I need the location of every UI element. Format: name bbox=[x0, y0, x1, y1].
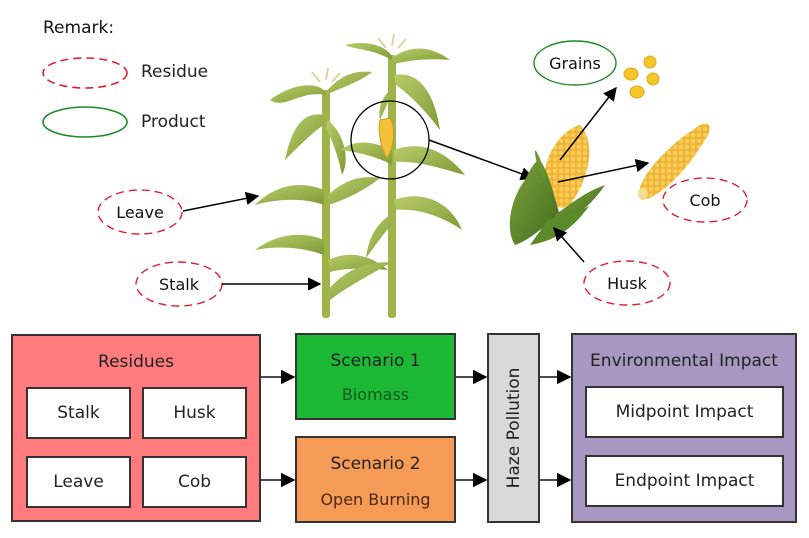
impact-item-midpoint: Midpoint Impact bbox=[585, 386, 784, 438]
callout-grains-ellipse bbox=[533, 40, 617, 86]
legend-label-residue: Residue bbox=[141, 62, 209, 82]
scenario2-box: Scenario 2 Open Burning bbox=[295, 436, 456, 523]
legend-label-product: Product bbox=[141, 112, 206, 132]
impact-item-endpoint: Endpoint Impact bbox=[585, 455, 784, 507]
callout-stalk: Stalk bbox=[159, 274, 199, 294]
scenario2-subtitle: Open Burning bbox=[320, 490, 431, 509]
callout-grains: Grains bbox=[549, 53, 601, 73]
residue-item-leave: Leave bbox=[26, 456, 131, 508]
corn-kernels-icon bbox=[623, 55, 660, 99]
residues-title: Residues bbox=[98, 352, 174, 372]
flow-arrows bbox=[261, 369, 572, 488]
legend-title: Remark: bbox=[43, 18, 115, 38]
environmental-impact-box: Environmental Impact Midpoint Impact End… bbox=[571, 333, 797, 523]
callout-cob-ellipse bbox=[662, 177, 748, 223]
corn-plant-icon bbox=[255, 33, 465, 318]
corn-ear-icon bbox=[509, 125, 605, 245]
residues-box: Residues Stalk Husk Leave Cob bbox=[11, 334, 261, 522]
scenario2-title: Scenario 2 bbox=[330, 454, 421, 474]
legend-residue-ellipse bbox=[42, 57, 128, 89]
legend-product-ellipse bbox=[42, 106, 128, 138]
callout-husk-ellipse bbox=[583, 260, 671, 306]
residue-item-cob: Cob bbox=[142, 456, 247, 508]
callout-leave: Leave bbox=[116, 202, 164, 222]
callout-leave-ellipse bbox=[97, 189, 183, 235]
impact-title: Environmental Impact bbox=[590, 351, 778, 371]
scenario1-box: Scenario 1 Biomass bbox=[295, 333, 456, 420]
scenario1-title: Scenario 1 bbox=[330, 351, 421, 371]
callout-husk: Husk bbox=[607, 273, 647, 293]
callout-cob: Cob bbox=[689, 190, 721, 210]
haze-pollution-label: Haze Pollution bbox=[503, 367, 524, 489]
corn-cob-icon bbox=[638, 123, 710, 200]
scenario1-subtitle: Biomass bbox=[341, 385, 410, 404]
residue-item-husk: Husk bbox=[142, 387, 247, 439]
haze-pollution-box: Haze Pollution bbox=[487, 333, 540, 523]
residue-item-stalk: Stalk bbox=[26, 387, 131, 439]
